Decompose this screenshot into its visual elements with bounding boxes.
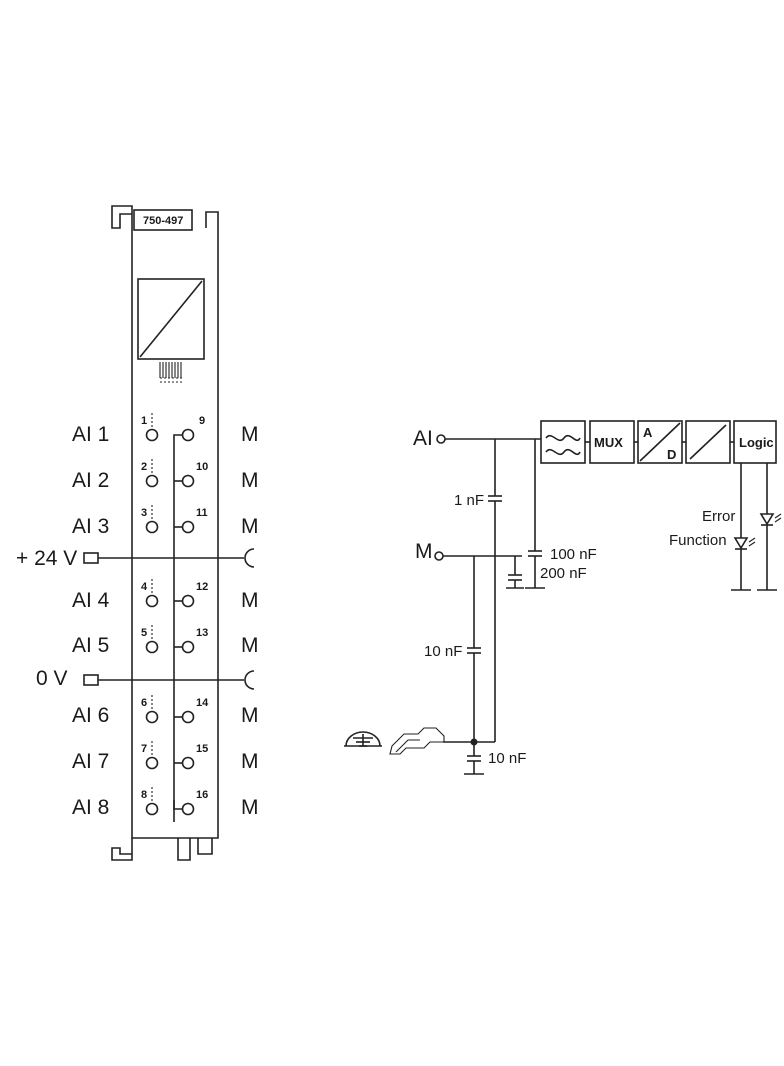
led-function-label: Function — [669, 532, 727, 549]
terminal-row-1: AI 1 1 9 M — [72, 413, 259, 822]
pin-number-7: 7 — [141, 743, 147, 755]
pin-number-8: 8 — [141, 789, 147, 801]
terminal-contact-13 — [181, 640, 195, 654]
module-housing: 750-497 — [111, 205, 219, 861]
terminal-label-m4: M — [241, 589, 259, 612]
terminal-label-ai3: AI 3 — [72, 515, 109, 538]
terminal-row-8: AI 8 8 16 M — [72, 787, 259, 819]
terminal-label-m8: M — [241, 796, 259, 819]
din-rail-icon — [389, 727, 445, 755]
ground-rail: 0 V — [36, 667, 255, 690]
led-function-icon — [731, 537, 756, 591]
terminal-contact-1 — [145, 428, 159, 442]
converter-symbol — [137, 278, 205, 383]
pin-number-5: 5 — [141, 627, 147, 639]
ground-label: 0 V — [36, 667, 68, 690]
terminal-label-m6: M — [241, 704, 259, 727]
cap-100nf-label: 100 nF — [550, 546, 597, 563]
terminal-label-ai5: AI 5 — [72, 634, 109, 657]
logic-label: Logic — [739, 435, 774, 450]
terminal-contact-11 — [181, 520, 195, 534]
terminal-contact-3 — [145, 520, 159, 534]
pin-number-2: 2 — [141, 461, 147, 473]
terminal-row-6: AI 6 6 14 M — [72, 695, 259, 727]
terminal-label-m7: M — [241, 750, 259, 773]
pin-number-1: 1 — [141, 415, 147, 427]
input-label-ai: AI — [413, 427, 433, 450]
terminal-contact-14 — [181, 710, 195, 724]
supply-label: + 24 V — [16, 547, 77, 570]
terminal-row-3: AI 3 3 11 M — [72, 505, 259, 538]
pin-number-14: 14 — [196, 697, 209, 709]
terminal-row-7: AI 7 7 15 M — [72, 741, 259, 773]
terminal-label-ai6: AI 6 — [72, 704, 109, 727]
led-error-icon — [757, 513, 782, 591]
terminal-contact-6 — [145, 710, 159, 724]
part-number-plate — [133, 209, 193, 231]
terminal-label-ai1: AI 1 — [72, 423, 109, 446]
terminal-contact-5 — [145, 640, 159, 654]
terminal-label-ai8: AI 8 — [72, 796, 109, 819]
cap-10nf-rail-label: 10 nF — [488, 750, 526, 767]
terminal-contact-10 — [181, 474, 195, 488]
terminal-row-4: AI 4 4 12 M — [72, 579, 259, 612]
terminal-label-ai4: AI 4 — [72, 589, 110, 612]
ad-label-d: D — [667, 447, 676, 462]
reference-label-m: M — [415, 540, 433, 563]
signal-chain: MUX A D Logic — [540, 420, 777, 464]
status-leds: Error Function — [669, 463, 782, 591]
terminal-contact-15 — [181, 756, 195, 770]
input-circuit: AI M 1 nF 100 nF 200 nF 10 nF — [344, 427, 597, 775]
terminal-contact-9 — [181, 428, 195, 442]
terminal-label-m5: M — [241, 634, 259, 657]
pin-number-6: 6 — [141, 697, 147, 709]
pin-number-9: 9 — [199, 415, 205, 427]
terminal-label-ai2: AI 2 — [72, 469, 109, 492]
pin-number-15: 15 — [196, 743, 208, 755]
terminal-label-m3: M — [241, 515, 259, 538]
terminal-contact-2 — [145, 474, 159, 488]
terminal-contact-4 — [145, 594, 159, 608]
cap-200nf-label: 200 nF — [540, 565, 587, 582]
filter-block — [540, 420, 586, 464]
pin-number-3: 3 — [141, 507, 147, 519]
part-number-label: 750-497 — [143, 215, 183, 227]
terminal-row-2: AI 2 2 10 M — [72, 459, 259, 492]
ad-label-a: A — [643, 425, 653, 440]
pin-number-16: 16 — [196, 789, 208, 801]
pin-number-13: 13 — [196, 627, 208, 639]
terminal-contact-16 — [181, 802, 195, 816]
pin-number-4: 4 — [141, 581, 148, 593]
terminal-label-m1: M — [241, 423, 259, 446]
terminal-contact-7 — [145, 756, 159, 770]
logic-block — [733, 420, 777, 464]
mux-label: MUX — [594, 435, 623, 450]
terminal-row-5: AI 5 5 13 M — [72, 625, 259, 657]
terminal-label-ai7: AI 7 — [72, 750, 109, 773]
pin-number-11: 11 — [196, 507, 208, 519]
cap-1nf-label: 1 nF — [454, 492, 484, 509]
terminal-contact-8 — [145, 802, 159, 816]
cap-10nf-label: 10 nF — [424, 643, 462, 660]
terminal-contact-12 — [181, 594, 195, 608]
earth-ground-icon — [344, 731, 382, 747]
led-error-label: Error — [702, 508, 735, 525]
pin-number-12: 12 — [196, 581, 208, 593]
terminal-label-m2: M — [241, 469, 259, 492]
supply-rail: + 24 V — [16, 547, 255, 570]
pin-number-10: 10 — [196, 461, 208, 473]
